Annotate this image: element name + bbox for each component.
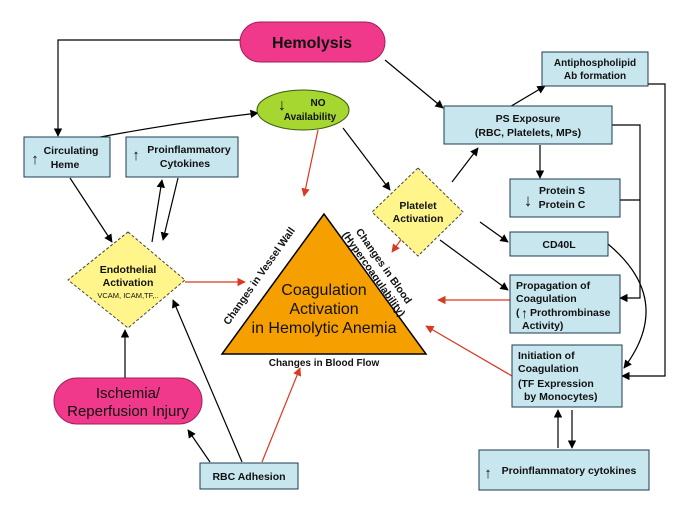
- node-cd40l: CD40L: [509, 231, 609, 257]
- svg-text:Circulating: Circulating: [44, 145, 99, 157]
- svg-text:Coagulation: Coagulation: [518, 363, 579, 375]
- arrow-heme-to-no: [94, 109, 259, 139]
- svg-text:Cytokines: Cytokines: [160, 158, 210, 170]
- arrow-heme-to-endo: [69, 177, 113, 243]
- arrow-rbc-to-endo: [172, 299, 243, 463]
- arrow-cd40l-to-initiation: [607, 243, 647, 369]
- svg-text:Coagulation: Coagulation: [516, 293, 577, 305]
- arrow-hemolysis-to-ps: [384, 59, 444, 109]
- svg-text:Activity): Activity): [522, 320, 563, 332]
- svg-text:RBC Adhesion: RBC Adhesion: [212, 471, 285, 483]
- up-arrow-icon: ↑: [484, 465, 492, 482]
- arrow-rbc-to-ischemia: [187, 429, 211, 463]
- node-endothelial-activation: Endothelial Activation VCAM, ICAM,TF,..: [67, 231, 186, 329]
- triangle-bottom-label: Changes in Blood Flow: [269, 358, 380, 369]
- up-arrow-icon: ↑: [132, 147, 140, 164]
- down-arrow-icon: ↓: [278, 97, 286, 114]
- node-initiation: Initiation of Coagulation (TF Expression…: [511, 344, 623, 408]
- node-hemolysis: Hemolysis: [239, 21, 386, 63]
- node-proinflammatory-cytokines-bottom: ↑ Proinflammatory cytokines: [478, 449, 650, 491]
- red-connectors: [185, 129, 513, 463]
- svg-text:Proinflammatory: Proinflammatory: [147, 144, 231, 156]
- arrow-hemolysis-to-heme: [53, 39, 240, 137]
- triangle-shape: [220, 212, 428, 355]
- arrow-ps-to-antiphos: [507, 85, 546, 109]
- node-ischemia: Ischemia/ Reperfusion Injury: [53, 377, 203, 425]
- no-line-1: NO: [311, 98, 326, 109]
- node-antiphospholipid: Antiphospholipid Ab formation: [541, 51, 649, 87]
- triangle-title-2: Activation: [289, 301, 358, 318]
- svg-text:Prothrombinase: Prothrombinase: [530, 307, 611, 319]
- svg-text:(RBC, Platelets, MPs): (RBC, Platelets, MPs): [475, 127, 581, 139]
- svg-text:PS Exposure: PS Exposure: [496, 113, 561, 125]
- triangle-title-3: in Hemolytic Anemia: [252, 320, 397, 337]
- node-platelet-activation: Platelet Activation: [371, 167, 464, 257]
- hemolysis-label: Hemolysis: [272, 35, 352, 52]
- svg-text:Activation: Activation: [393, 213, 444, 225]
- arrow-platelet-to-propagation: [439, 239, 509, 291]
- down-arrow-icon: ↓: [524, 191, 533, 210]
- svg-text:Protein S: Protein S: [539, 185, 585, 197]
- red-arrow-no-to-triangle: [301, 129, 319, 197]
- svg-text:Heme: Heme: [51, 159, 80, 171]
- svg-text:Ischemia/: Ischemia/: [96, 385, 161, 402]
- svg-text:Activation: Activation: [103, 277, 154, 289]
- svg-text:Platelet: Platelet: [399, 200, 437, 212]
- svg-text:Propagation of: Propagation of: [516, 280, 591, 292]
- svg-text:Protein C: Protein C: [539, 199, 586, 211]
- svg-text:Endothelial: Endothelial: [100, 264, 157, 276]
- svg-text:Initiation of: Initiation of: [518, 350, 575, 362]
- node-propagation: Propagation of Coagulation ( ↑ Prothromb…: [509, 274, 621, 334]
- node-protein-s-c: ↓ Protein S Protein C: [509, 178, 621, 218]
- red-arrow-rbc-to-triangle: [261, 367, 302, 463]
- node-circulating-heme: ↑ Circulating Heme: [23, 136, 111, 178]
- svg-text:Ab formation: Ab formation: [564, 71, 626, 82]
- svg-text:Reperfusion Injury: Reperfusion Injury: [67, 403, 189, 420]
- svg-text:VCAM, ICAM,TF,..: VCAM, ICAM,TF,..: [97, 291, 158, 300]
- svg-text:(: (: [516, 307, 520, 319]
- up-arrow-icon: ↑: [31, 151, 39, 168]
- svg-text:by Monocytes): by Monocytes): [524, 391, 598, 403]
- node-rbc-adhesion: RBC Adhesion: [199, 462, 299, 490]
- no-line-2: Availability: [284, 112, 337, 123]
- triangle-title-1: Coagulation: [281, 282, 366, 299]
- up-arrow-icon: ↑: [521, 305, 528, 321]
- svg-text:Antiphospholipid: Antiphospholipid: [554, 58, 636, 69]
- arrow-antiphos-to-initiation: [621, 83, 666, 381]
- arrow-platelet-to-cd40l: [479, 221, 509, 243]
- arrow-endo-to-cytokines: [151, 179, 165, 243]
- arrow-ps-to-propagation: [612, 124, 641, 303]
- coagulation-triangle: Coagulation Activation in Hemolytic Anem…: [220, 212, 428, 369]
- node-ps-exposure: PS Exposure (RBC, Platelets, MPs): [443, 105, 613, 145]
- red-arrow-initiation-to-triangle: [425, 325, 513, 377]
- arrow-no-to-platelet: [342, 127, 391, 191]
- svg-text:CD40L: CD40L: [542, 239, 576, 251]
- arrow-cytokines-to-endo: [160, 177, 179, 241]
- node-no-availability: ↓ NO Availability: [256, 89, 350, 131]
- arrow-platelet-to-ps: [451, 147, 479, 183]
- black-connectors: [53, 39, 666, 463]
- svg-text:Proinflammatory cytokines: Proinflammatory cytokines: [502, 465, 637, 477]
- node-proinflammatory-cytokines: ↑ Proinflammatory Cytokines: [125, 136, 239, 178]
- svg-text:(TF Expression: (TF Expression: [518, 378, 594, 390]
